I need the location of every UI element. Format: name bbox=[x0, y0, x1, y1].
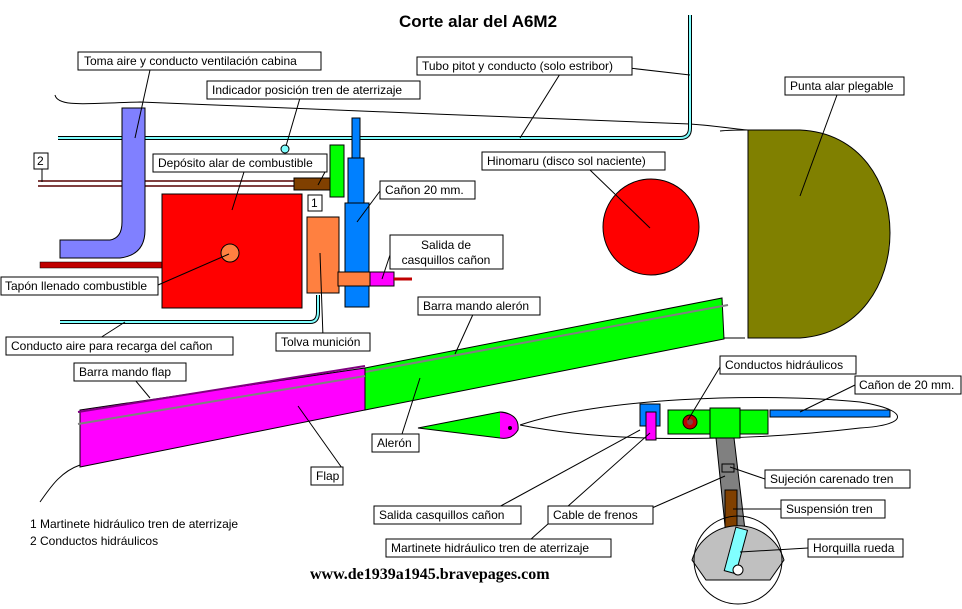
label-tapon: Tapón llenado combustible bbox=[0, 276, 159, 296]
svg-text:Cañon 20 mm.: Cañon 20 mm. bbox=[385, 183, 464, 197]
hydraulic-fitting-center bbox=[687, 419, 693, 425]
svg-text:Conductos hidráulicos: Conductos hidráulicos bbox=[725, 358, 843, 372]
wing-outline bbox=[54, 94, 749, 131]
aileron-hinge bbox=[499, 411, 519, 439]
folding-wing-tip bbox=[747, 129, 891, 339]
label-tolva: Tolva munición bbox=[275, 332, 371, 352]
label-suspension: Suspensión tren bbox=[780, 499, 886, 519]
svg-text:Barra mando flap: Barra mando flap bbox=[79, 365, 171, 379]
gear-indicator-knob bbox=[280, 144, 290, 154]
shell-ejector-arm bbox=[337, 271, 373, 287]
svg-text:Salida casquillos cañon: Salida casquillos cañon bbox=[379, 508, 504, 522]
air-intake-duct bbox=[59, 107, 146, 259]
label-salida: Salida de casquillos cañon bbox=[389, 234, 504, 270]
label-canon-de20: Cañon de 20 mm. bbox=[854, 375, 962, 395]
svg-text:Sujeción carenado tren: Sujeción carenado tren bbox=[770, 472, 893, 486]
svg-text:Horquilla rueda: Horquilla rueda bbox=[813, 541, 895, 555]
label-horquilla: Horquilla rueda bbox=[807, 538, 904, 558]
label-salida-casquillos: Salida casquillos cañon bbox=[373, 505, 522, 525]
cannon-section-barrel bbox=[769, 409, 891, 418]
gear-suspension bbox=[724, 489, 738, 531]
cannon-air-duct-fill bbox=[60, 295, 319, 323]
label-punta-alar: Punta alar plegable bbox=[784, 76, 905, 96]
label-sujecion: Sujeción carenado tren bbox=[764, 469, 911, 489]
flap-control-rod-2 bbox=[77, 375, 366, 425]
svg-text:Martinete hidráulico tren de a: Martinete hidráulico tren de aterrizaje bbox=[391, 541, 589, 555]
shell-chute-section bbox=[645, 411, 657, 441]
svg-text:Flap: Flap bbox=[316, 469, 340, 483]
aileron-hinge-pin bbox=[508, 426, 512, 430]
svg-text:Barra mando alerón: Barra mando alerón bbox=[423, 299, 529, 313]
label-num2: 2 bbox=[33, 152, 49, 170]
label-deposito: Depósito alar de combustible bbox=[152, 153, 328, 173]
svg-text:Tolva munición: Tolva munición bbox=[281, 335, 360, 349]
wing-trailing-edge bbox=[39, 464, 81, 503]
svg-text:Tubo pitot y conducto (solo es: Tubo pitot y conducto (solo estribor) bbox=[422, 59, 613, 73]
gear-strut-box bbox=[709, 407, 741, 439]
svg-text:Suspensión tren: Suspensión tren bbox=[786, 502, 873, 516]
diagram-title: Corte alar del A6M2 bbox=[399, 12, 557, 31]
wheel bbox=[693, 515, 783, 605]
label-conductos-hidr: Conductos hidráulicos bbox=[719, 355, 857, 375]
label-indicador: Indicador posición tren de aterrizaje bbox=[206, 80, 421, 100]
svg-text:2: 2 bbox=[37, 154, 44, 168]
cannon-barrel-top bbox=[351, 117, 361, 161]
svg-text:Indicador posición tren de ate: Indicador posición tren de aterrizaje bbox=[212, 83, 402, 97]
cannon-upper-body bbox=[347, 157, 365, 204]
svg-text:Tapón llenado combustible: Tapón llenado combustible bbox=[5, 279, 147, 293]
label-aleron: Alerón bbox=[371, 433, 420, 453]
flap-control-rod-1 bbox=[77, 365, 366, 413]
hydraulic-actuator-brown bbox=[293, 177, 331, 191]
website-url: www.de1939a1945.bravepages.com bbox=[310, 566, 550, 583]
label-hinomaru: Hinomaru (disco sol naciente) bbox=[481, 151, 666, 171]
airfoil-section bbox=[519, 396, 898, 440]
svg-text:Salida de: Salida de bbox=[421, 238, 471, 252]
svg-text:1: 1 bbox=[311, 196, 318, 210]
gear-indicator-green-bar bbox=[329, 144, 345, 198]
svg-text:Toma aire y conducto ventilaci: Toma aire y conducto ventilación cabina bbox=[84, 54, 297, 68]
cannon-body bbox=[344, 202, 370, 308]
svg-text:Punta alar plegable: Punta alar plegable bbox=[790, 79, 894, 93]
aileron-control-rod bbox=[364, 304, 729, 373]
label-toma-aire: Toma aire y conducto ventilación cabina bbox=[77, 51, 322, 71]
ammo-hopper bbox=[306, 216, 340, 294]
label-num1: 1 bbox=[307, 194, 323, 212]
label-canon20: Cañon 20 mm. bbox=[379, 180, 476, 200]
svg-text:Cable de frenos: Cable de frenos bbox=[553, 508, 638, 522]
svg-text:Hinomaru (disco sol naciente): Hinomaru (disco sol naciente) bbox=[487, 154, 646, 168]
svg-text:Conducto aire para recarga del: Conducto aire para recarga del cañon bbox=[11, 339, 212, 353]
legend-item-2: 2 Conductos hidráulicos bbox=[30, 534, 158, 548]
pitot-tube bbox=[58, 15, 692, 140]
fuel-filler-cap bbox=[220, 243, 240, 263]
label-conducto-aire: Conducto aire para recarga del cañon bbox=[5, 336, 234, 356]
label-barra-aleron: Barra mando alerón bbox=[417, 296, 541, 316]
hinomaru-disc bbox=[602, 178, 700, 276]
label-martinete: Martinete hidráulico tren de aterrizaje bbox=[385, 538, 612, 558]
label-cable-frenos: Cable de frenos bbox=[547, 505, 654, 525]
svg-text:Cañon de 20 mm.: Cañon de 20 mm. bbox=[859, 378, 954, 392]
label-barra-flap: Barra mando flap bbox=[73, 362, 187, 382]
pitot-tube-fill bbox=[58, 15, 691, 139]
fuel-filler-pipe bbox=[39, 261, 166, 269]
label-tubo-pitot: Tubo pitot y conducto (solo estribor) bbox=[416, 56, 633, 76]
wheel-hub bbox=[732, 564, 744, 576]
legend-item-1: 1 Martinete hidráulico tren de aterrizaj… bbox=[30, 517, 238, 531]
wing-tip-outline bbox=[719, 129, 749, 132]
label-flap: Flap bbox=[310, 466, 344, 486]
svg-text:Depósito alar de combustible: Depósito alar de combustible bbox=[158, 156, 313, 170]
svg-text:casquillos cañon: casquillos cañon bbox=[402, 253, 491, 267]
svg-text:Alerón: Alerón bbox=[377, 436, 412, 450]
